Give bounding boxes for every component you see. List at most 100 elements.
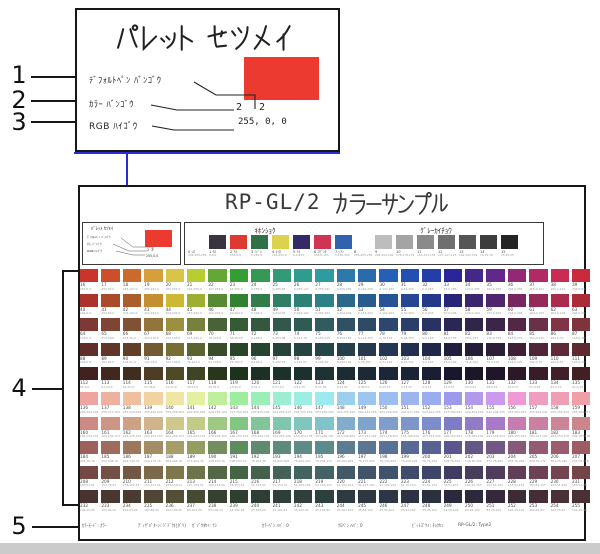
palette-cell-number: 62 <box>550 306 556 312</box>
palette-cell-rgb: 255,255,0 <box>165 286 181 291</box>
palette-cell-number: 180 <box>507 429 516 435</box>
palette-cell-rgb: 0,0,153 <box>422 335 434 340</box>
palette-cell-number: 148 <box>336 404 345 410</box>
palette-swatch <box>144 441 163 455</box>
footer-setting-2: ｶﾞｿﾞｳﾎｾｲ: ﾅｼ <box>192 524 217 529</box>
palette-swatch <box>208 342 227 356</box>
palette-swatch <box>315 465 334 479</box>
palette-swatch <box>336 318 356 332</box>
palette-cell-rgb: 255,0,127 <box>550 286 566 291</box>
palette-cell-number: 67 <box>144 331 150 337</box>
palette-swatch <box>571 342 591 356</box>
palette-cell-number: 65 <box>101 331 107 337</box>
palette-cell-rgb: 153,38,0 <box>101 335 115 340</box>
palette-cell-number: 68 <box>165 331 171 337</box>
palette-cell-rgb: 0,153,76 <box>293 335 307 340</box>
palette-cell-rgb: 63,102,25 <box>208 507 224 512</box>
palette-cell-number: 82 <box>465 331 471 337</box>
palette-swatch <box>550 269 569 282</box>
palette-cell-rgb: 0,153,153 <box>336 335 352 340</box>
palette-swatch <box>272 269 291 282</box>
palette-swatch <box>315 293 334 307</box>
palette-swatch <box>293 490 313 504</box>
palette-cell-rgb: 255,204,242 <box>529 409 548 414</box>
palette-swatch <box>122 465 142 479</box>
palette-cell-number: 28 <box>336 282 343 287</box>
palette-swatch <box>122 391 142 405</box>
palette-cell-number: 134 <box>550 380 559 386</box>
palette-cell-rgb: 63,0,255 <box>443 286 457 291</box>
palette-cell-rgb: 38,0,51 <box>486 384 498 389</box>
palette-cell-number: 157 <box>529 404 538 410</box>
palette-cell-rgb: 0,255,63 <box>272 286 286 291</box>
pen-rgb-label: 0,0,255 <box>293 253 305 257</box>
palette-cell-rgb: 0,204,102 <box>293 311 309 316</box>
palette-cell-rgb: 204,178,153 <box>122 434 142 439</box>
palette-cell-rgb: 25,25,102 <box>422 507 437 512</box>
footer-setting-4: ｸﾛﾍﾟﾝ ﾊﾊﾞ: 0 <box>338 524 363 529</box>
palette-cell-rgb: 50,0,204 <box>443 311 457 316</box>
palette-swatch <box>229 416 249 430</box>
palette-cell-number: 80 <box>422 331 428 337</box>
palette-swatch <box>122 416 142 430</box>
palette-cell-number: 47 <box>229 306 236 312</box>
palette-cell-rgb: 102,0,0 <box>80 360 92 365</box>
palette-cell-number: 115 <box>144 380 153 386</box>
palette-cell-number: 93 <box>186 355 193 361</box>
palette-cell-rgb: 204,204,0 <box>165 311 181 316</box>
palette-swatch <box>293 416 313 430</box>
pen-swatch <box>335 235 352 249</box>
palette-cell-rgb: 0,102,0 <box>251 360 263 365</box>
palette-swatch <box>208 441 227 455</box>
palette-cell-rgb: 76,204,172 <box>315 458 332 463</box>
palette-swatch <box>465 318 484 332</box>
palette-cell-rgb: 51,153,127 <box>315 483 332 488</box>
palette-cell-rgb: 204,153,166 <box>571 434 591 439</box>
palette-cell-rgb: 0,51,51 <box>336 384 348 389</box>
palette-cell-number: 25 <box>272 282 278 287</box>
palette-cell-rgb: 242,255,204 <box>186 409 206 414</box>
palette-cell-number: 53 <box>358 306 364 312</box>
palette-cell-rgb: 204,153,0 <box>144 311 159 316</box>
palette-cell-number: 212 <box>165 478 174 484</box>
palette-cell-number: 100 <box>336 355 345 361</box>
palette-cell-rgb: 0,0,204 <box>422 311 434 316</box>
palette-cell-number: 252 <box>507 503 516 509</box>
palette-cell-number: 106 <box>465 355 474 361</box>
palette-swatch <box>486 416 505 430</box>
palette-cell-rgb: 76,140,204 <box>379 458 397 463</box>
palette-cell-rgb: 204,255,255 <box>336 409 356 414</box>
palette-cell-number: 91 <box>144 355 150 361</box>
palette-cell-rgb: 51,25,0 <box>122 384 134 389</box>
palette-cell-number: 162 <box>122 429 131 435</box>
